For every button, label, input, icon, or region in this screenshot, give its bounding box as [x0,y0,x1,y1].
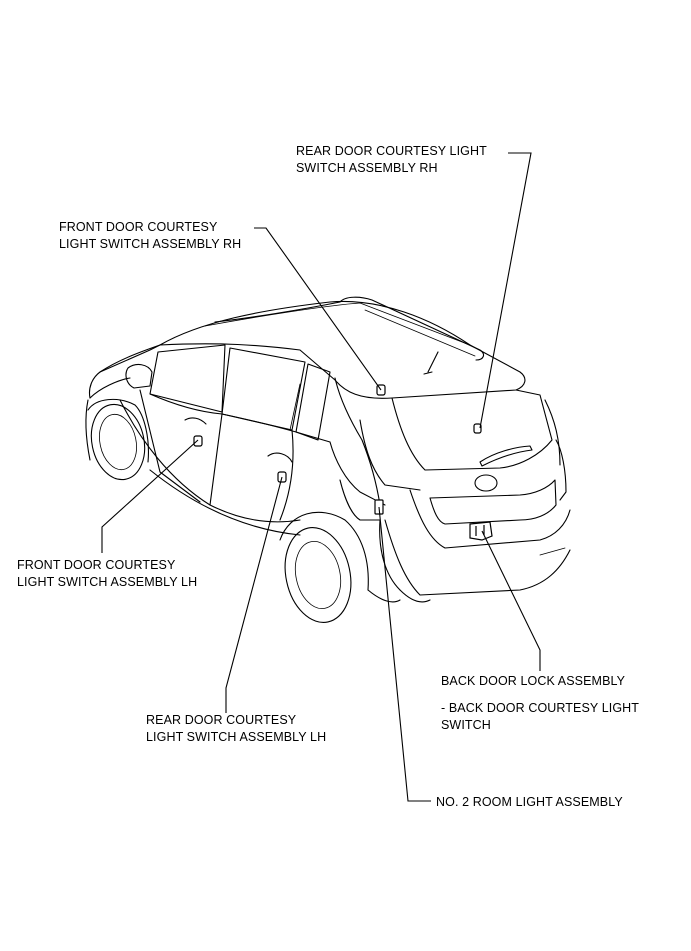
label-line: NO. 2 ROOM LIGHT ASSEMBLY [436,795,623,809]
label-line: SWITCH [441,718,491,732]
label-rear-door-courtesy-switch-lh: REAR DOOR COURTESY LIGHT SWITCH ASSEMBLY… [146,712,326,746]
label-back-door-lock-assembly: BACK DOOR LOCK ASSEMBLY [441,673,625,690]
label-line: REAR DOOR COURTESY [146,713,297,727]
leader-rear-door-lh [225,476,283,713]
leader-front-door-lh [101,439,199,553]
label-front-door-courtesy-switch-lh: FRONT DOOR COURTESY LIGHT SWITCH ASSEMBL… [17,557,197,591]
label-line: FRONT DOOR COURTESY [17,558,176,572]
label-line: LIGHT SWITCH ASSEMBLY LH [146,730,327,744]
back-door-lock-part [469,521,493,541]
label-front-door-courtesy-switch-rh: FRONT DOOR COURTESY LIGHT SWITCH ASSEMBL… [59,219,241,253]
label-back-door-courtesy-switch: - BACK DOOR COURTESY LIGHT SWITCH [441,700,639,734]
label-line: - BACK DOOR COURTESY LIGHT [441,701,640,715]
label-line: BACK DOOR LOCK ASSEMBLY [441,674,626,688]
leader-lines [101,152,541,802]
leader-front-door-rh [254,227,382,391]
label-line: SWITCH ASSEMBLY RH [296,161,438,175]
leader-rear-door-rh [479,152,532,429]
label-line: REAR DOOR COURTESY LIGHT [296,144,487,158]
front-door-lh-switch [193,435,203,447]
rear-door-rh-switch [473,423,482,434]
label-line: FRONT DOOR COURTESY [59,220,218,234]
vehicle-body [85,296,571,623]
label-rear-door-courtesy-switch-rh: REAR DOOR COURTESY LIGHT SWITCH ASSEMBLY… [296,143,487,177]
label-line: LIGHT SWITCH ASSEMBLY LH [17,575,198,589]
label-no2-room-light-assembly: NO. 2 ROOM LIGHT ASSEMBLY [436,794,623,811]
leader-room-light [378,506,431,802]
label-line: LIGHT SWITCH ASSEMBLY RH [59,237,242,251]
leader-back-door-lock [481,530,541,671]
